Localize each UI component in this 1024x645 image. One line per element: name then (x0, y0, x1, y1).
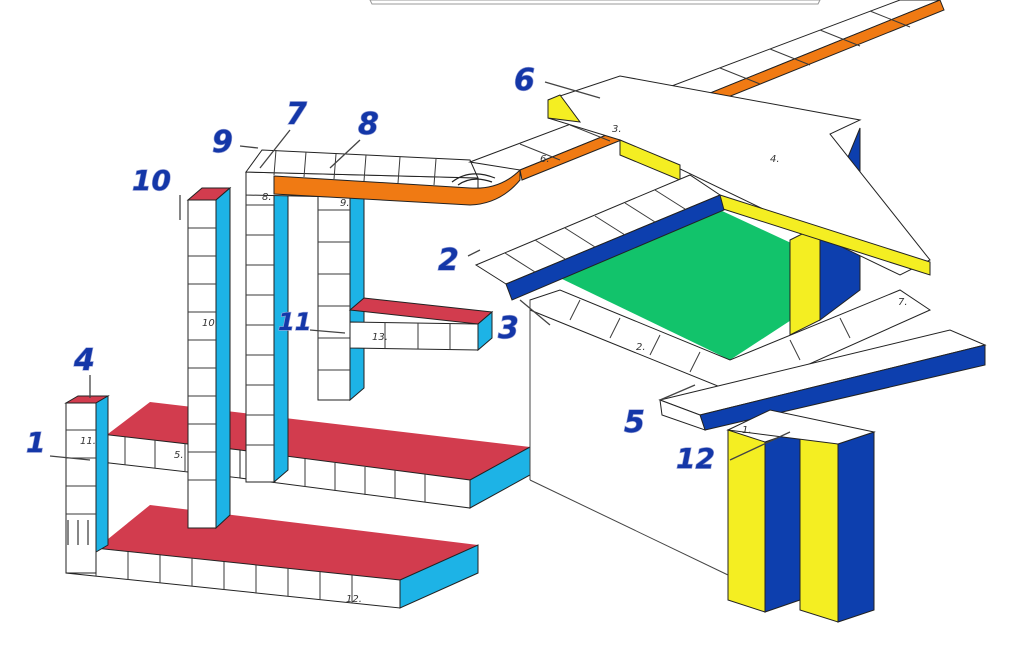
column-4-grid (66, 429, 96, 515)
pillar-12-b-blue (837, 431, 875, 623)
curve-arc-2 (457, 178, 493, 186)
cell-label-6: 6. (540, 154, 550, 165)
cell-label-4: 4. (770, 154, 780, 165)
arrows (49, 81, 791, 545)
clue-number-7: 7 (286, 97, 307, 132)
bar-2-side (505, 194, 725, 301)
clue-number-6: 6 (514, 63, 535, 98)
cell-label-13: 13. (372, 332, 388, 343)
cell-label-7: 7. (898, 297, 908, 308)
cell-label-8: 8. (262, 192, 272, 203)
pillar-12-b-yellow (799, 431, 839, 623)
clue-number-11: 11 (278, 308, 311, 336)
grid-top-cross (547, 75, 931, 276)
pillar-12-a-blue (764, 429, 801, 613)
bar-13-side (477, 310, 493, 352)
bar-2-grid (504, 189, 686, 273)
clue-number-2: 2 (438, 243, 459, 278)
yellow-strip-top (547, 94, 582, 123)
clue-number-3: 3 (498, 311, 519, 346)
clue-number-5: 5 (624, 405, 645, 440)
grid-lower (529, 289, 932, 396)
bar-5-front (659, 399, 706, 431)
grid-lower-lines (569, 299, 851, 373)
cell-label-11: 11. (80, 436, 96, 447)
column-10-side (215, 186, 231, 530)
clue-number-10: 10 (132, 164, 171, 197)
guide-line-1 (529, 479, 729, 576)
pillar-12-top (726, 409, 876, 445)
cell-label-1: 1. (742, 425, 752, 436)
column-4-side (95, 395, 109, 553)
column-9 (317, 177, 351, 401)
bar-top-grid (273, 149, 437, 186)
cell-label-2: 2. (636, 342, 646, 353)
bar-13-front (349, 321, 479, 351)
column-9-grid (318, 209, 350, 371)
cell-label-12: 12. (346, 594, 362, 605)
cell-label-10: 10. (202, 318, 218, 329)
cell-label-9: 9. (340, 198, 350, 209)
curve-arc-1 (451, 173, 496, 183)
column-8 (245, 171, 275, 483)
cell-label-3: 3. (612, 124, 622, 135)
column-4 (65, 402, 97, 574)
clue-number-1: 1 (26, 426, 45, 459)
cell-label-5: 5. (174, 450, 184, 461)
column-8-grid (246, 204, 274, 446)
clue-number-9: 9 (212, 125, 233, 160)
clue-number-4: 4 (73, 343, 95, 378)
clue-number-12: 12 (676, 442, 715, 475)
column-9-side (349, 185, 365, 402)
yellow-panel-right (789, 224, 821, 336)
column-10-grid (188, 227, 216, 481)
bar-13-top (348, 297, 494, 325)
top-edge-strip (369, 0, 821, 5)
clue-number-8: 8 (358, 107, 379, 142)
orange-band-left (273, 168, 521, 206)
column-10 (187, 199, 217, 529)
pillar-12-a-yellow (727, 429, 766, 613)
bar-13-grid (384, 322, 451, 349)
slab-lower-side (399, 544, 479, 609)
